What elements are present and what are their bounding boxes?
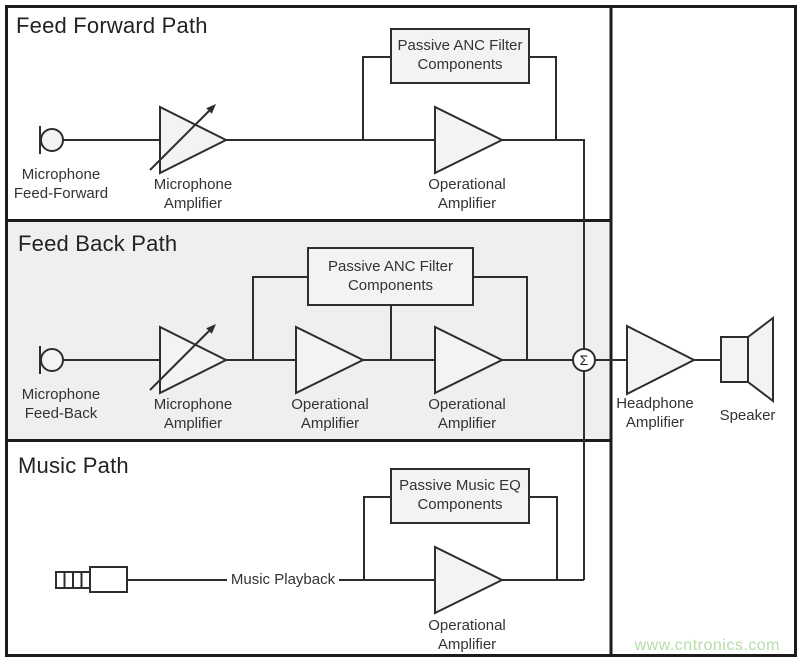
ff-opamp-triangle (434, 105, 505, 175)
speaker-label: Speaker (719, 407, 776, 424)
fb-opamp1-triangle (295, 325, 366, 395)
feed-forward-title: Feed Forward Path (16, 13, 208, 38)
fb-filter-box (307, 247, 474, 306)
fb-mic-amplifier-triangle (159, 325, 229, 395)
ff-filter-right-branch (529, 56, 557, 140)
speaker-box (720, 336, 749, 383)
ff-mic-amp-label: Microphone Amplifier (153, 176, 233, 212)
ff-filter-label: Passive ANC Filter Components (397, 37, 523, 73)
music-eq-right-branch (529, 496, 558, 580)
section-borders (5, 5, 797, 657)
ff-filter-box (390, 28, 530, 84)
fb-gain-arrow (149, 330, 210, 391)
fb-filter-label: Passive ANC Filter Components (327, 257, 454, 294)
fb-mic-amp-label: Microphone Amplifier (153, 396, 233, 432)
fb-microphone-label: Microphone Feed-Back (21, 386, 101, 422)
music-shapes (55, 468, 530, 615)
fb-opamp1-label: Operational Amplifier (291, 396, 369, 432)
feed-forward-shapes (40, 28, 530, 175)
ff-filter-left-branch (362, 56, 391, 140)
ff-opamp-label: Operational Amplifier (428, 176, 506, 212)
fb-opamp2-triangle (434, 325, 505, 395)
watermark: www.cntronics.com (634, 637, 780, 654)
fb-microphone-icon (40, 348, 64, 372)
music-opamp-triangle (434, 545, 505, 615)
ff-gain-arrow (149, 110, 210, 171)
fb-gain-arrowhead (206, 324, 216, 334)
music-title: Music Path (18, 453, 129, 478)
ff-mic-amplifier-triangle (159, 105, 229, 175)
music-eq-label: Passive Music EQ Components (399, 477, 521, 513)
outer-border (5, 5, 797, 657)
feed-back-shapes (40, 247, 505, 395)
output-shapes (572, 315, 774, 404)
music-playback-label: Music Playback (227, 571, 339, 588)
ff-microphone-icon (40, 128, 64, 152)
fb-filter-right-branch (473, 276, 528, 360)
ff-microphone-label: Microphone Feed-Forward (13, 166, 109, 202)
sum-symbol: Σ (579, 352, 589, 368)
feed-back-title: Feed Back Path (18, 231, 178, 256)
fb-opamp2-label: Operational Amplifier (428, 396, 506, 432)
sum-junction-circle (572, 348, 596, 372)
music-opamp-label: Operational Amplifier (428, 617, 506, 653)
headphone-amp-label: Headphone Amplifier (616, 395, 694, 431)
fb-filter-left-branch (252, 276, 308, 360)
speaker-horn (747, 315, 774, 404)
music-eq-left-branch (363, 496, 391, 580)
audio-jack-body (89, 566, 128, 593)
ff-gain-arrowhead (206, 104, 216, 114)
headphone-amp-triangle (626, 324, 697, 396)
music-eq-box (390, 468, 530, 524)
